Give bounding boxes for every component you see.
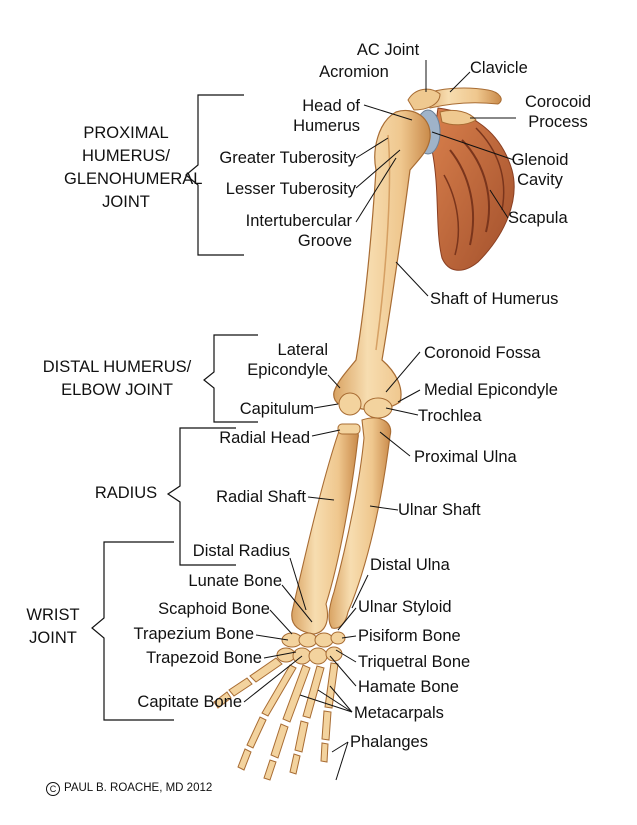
copyright-text: PAUL B. ROACHE, MD 2012 <box>64 782 213 794</box>
label-phalanges: Phalanges <box>350 733 428 751</box>
label-metacarpals: Metacarpals <box>354 704 444 722</box>
label-trapezium-bone: Trapezium Bone <box>133 625 254 643</box>
group-label-radius: RADIUS <box>94 484 158 502</box>
label-ulnar-shaft: Ulnar Shaft <box>398 501 481 519</box>
carpal-bones-illustration <box>276 631 346 665</box>
label-corocoid-process: Corocoid Process <box>524 93 592 131</box>
group-label-distal-humerus: DISTAL HUMERUS/ ELBOW JOINT <box>42 358 192 399</box>
label-lateral-epicondyle: Lateral Epicondyle <box>247 341 328 379</box>
label-scapula: Scapula <box>508 209 568 227</box>
copyright-icon: C <box>46 782 60 796</box>
label-lunate-bone: Lunate Bone <box>188 572 282 590</box>
label-scaphoid-bone: Scaphoid Bone <box>158 600 270 618</box>
label-trochlea: Trochlea <box>418 407 482 425</box>
label-triquetral-bone: Triquetral Bone <box>358 653 471 671</box>
clavicle-illustration <box>407 87 502 126</box>
label-intertubercular-groove: Intertubercular Groove <box>245 212 352 250</box>
label-radial-head: Radial Head <box>219 429 310 447</box>
label-distal-radius: Distal Radius <box>192 542 290 560</box>
label-shaft-of-humerus: Shaft of Humerus <box>430 290 559 308</box>
label-trapezoid-bone: Trapezoid Bone <box>146 649 262 667</box>
label-ac-joint: AC Joint <box>356 41 420 59</box>
scapula-illustration <box>431 107 515 271</box>
label-greater-tuberosity: Greater Tuberosity <box>219 149 356 167</box>
label-capitate-bone: Capitate Bone <box>137 693 242 711</box>
label-radial-shaft: Radial Shaft <box>216 488 306 506</box>
label-distal-ulna: Distal Ulna <box>370 556 450 574</box>
group-label-proximal-humerus: PROXIMAL HUMERUS/ GLENOHUMERAL JOINT <box>64 124 203 211</box>
label-glenoid-cavity: Glenoid Cavity <box>511 151 569 189</box>
label-hamate-bone: Hamate Bone <box>358 678 459 696</box>
label-pisiform-bone: Pisiform Bone <box>358 627 461 645</box>
humerus-illustration <box>333 109 431 419</box>
label-capitulum: Capitulum <box>239 400 314 418</box>
group-brackets <box>91 94 258 721</box>
radius-illustration <box>291 423 361 635</box>
hand-bones-illustration <box>213 657 339 781</box>
label-acromion: Acromion <box>319 63 389 81</box>
copyright-notice: C PAUL B. ROACHE, MD 2012 <box>46 782 212 796</box>
label-coronoid-fossa: Coronoid Fossa <box>424 344 541 362</box>
label-lesser-tuberosity: Lesser Tuberosity <box>225 180 356 198</box>
group-label-wrist-joint: WRIST JOINT <box>26 606 80 647</box>
label-clavicle: Clavicle <box>470 59 528 77</box>
label-ulnar-styloid: Ulnar Styloid <box>358 598 452 616</box>
label-head-of-humerus: Head of Humerus <box>293 97 360 135</box>
label-medial-epicondyle: Medial Epicondyle <box>424 381 558 399</box>
leader-lines <box>243 60 516 781</box>
label-proximal-ulna: Proximal Ulna <box>414 448 517 466</box>
